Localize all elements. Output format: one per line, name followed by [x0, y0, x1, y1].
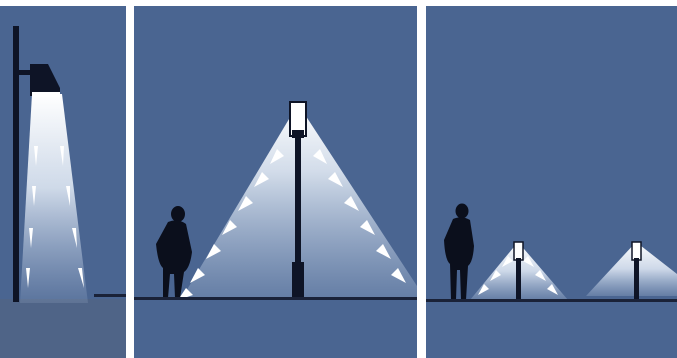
bollard-head-2 [632, 242, 641, 260]
panel-bollard-fixtures [426, 6, 677, 358]
bollard-illustration [426, 6, 677, 358]
panel-wall-fixture [0, 6, 126, 358]
bollard-2 [634, 258, 639, 300]
ground [0, 299, 126, 358]
bollard-head-1 [514, 242, 523, 260]
bollard-1 [516, 258, 521, 300]
ground-line [134, 297, 417, 300]
sky-background [426, 6, 677, 358]
ground-line [94, 294, 126, 297]
pole [13, 26, 19, 302]
panel-post-top-fixture [134, 6, 417, 358]
ground-line [426, 299, 677, 302]
wall-fixture-illustration [0, 6, 126, 358]
luminaire-lens [32, 92, 60, 97]
pole-base [292, 262, 304, 300]
post-top-illustration [134, 6, 417, 358]
